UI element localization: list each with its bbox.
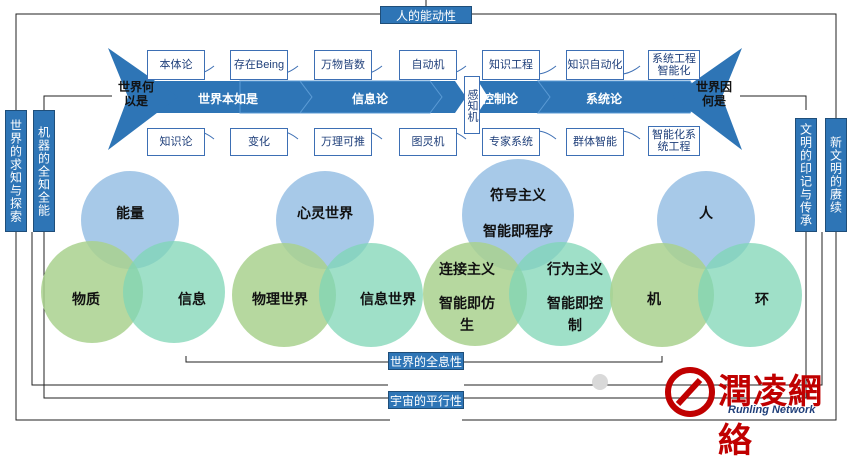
center-box: 感知机	[464, 76, 480, 134]
logo-mark-icon	[592, 367, 715, 417]
connector-right-upper	[740, 95, 807, 110]
venn3-top: 符号主义 智能即程序	[470, 184, 566, 242]
venn-group-2	[232, 171, 423, 347]
connector-holo-left	[185, 356, 390, 363]
connector-left-upper	[43, 95, 112, 110]
top-box-6: 知识自动化	[566, 50, 624, 80]
ribbon-segment-4: 系统论	[586, 92, 623, 106]
diagram-canvas	[15, 0, 837, 421]
ribbon-segment-1: 世界本如是	[198, 92, 259, 106]
venn4-left: 机	[647, 291, 661, 307]
bottom-box-6: 群体智能	[566, 128, 624, 156]
ribbon-arrow	[150, 80, 702, 114]
left-outer-label: 世界的求知与探索	[5, 110, 27, 232]
connector-top-left	[15, 13, 380, 110]
connector-top-right	[472, 13, 837, 125]
venn3-left-line2: 智能即仿生	[439, 295, 495, 333]
top-box-1: 本体论	[147, 50, 205, 80]
bottom-box-3: 万理可推	[314, 128, 372, 156]
connector-right-mid	[464, 232, 823, 386]
venn3-left: 连接主义 智能即仿生	[422, 258, 512, 336]
bottom-box-1: 知识论	[147, 128, 205, 156]
venn4-top: 人	[699, 205, 713, 221]
venn3-right-line2: 智能即控制	[547, 295, 603, 333]
venn3-right-line1: 行为主义	[547, 261, 603, 277]
top-box-7: 系统工程智能化	[648, 50, 700, 80]
connector-inner-right	[462, 232, 807, 399]
bottom-box-5: 专家系统	[482, 128, 540, 156]
top-box-4: 自动机	[399, 50, 457, 80]
venn3-top-line2: 智能即程序	[483, 223, 553, 239]
right-inner-label: 文明的印记与传承	[795, 118, 817, 232]
right-chevron-arrow	[672, 48, 742, 150]
venn-group-3	[423, 159, 613, 346]
venn3-top-line1: 符号主义	[490, 187, 546, 203]
venn3-right: 行为主义 智能即控制	[530, 258, 620, 336]
logo-english-text: Runling Network	[728, 404, 816, 416]
right-arrow-text: 世界因何是	[695, 80, 732, 108]
top-box-3: 万物皆数	[314, 50, 372, 80]
connector-bottom-right	[462, 232, 837, 421]
venn2-right: 信息世界	[360, 291, 416, 307]
connector-bottom-left	[15, 232, 390, 421]
top-box-2: 存在Being	[230, 50, 288, 80]
connector-left-mid	[31, 232, 388, 386]
venn-group-4	[610, 171, 802, 347]
bottom-box-2: 变化	[230, 128, 288, 156]
holographic-label: 世界的全息性	[388, 352, 464, 370]
venn4-right: 环	[755, 291, 769, 307]
venn2-left: 物理世界	[252, 291, 308, 307]
left-chevron-arrow	[108, 48, 178, 150]
venn-group-1	[41, 171, 225, 343]
connector-holo-right	[462, 356, 663, 363]
venn2-top: 心灵世界	[297, 205, 353, 221]
left-arrow-text: 世界何以是	[117, 80, 154, 108]
parallel-label: 宇宙的平行性	[388, 391, 464, 409]
venn3-left-line1: 连接主义	[439, 261, 495, 277]
venn1-right: 信息	[178, 291, 206, 307]
venn1-left: 物质	[72, 291, 100, 307]
top-label: 人的能动性	[380, 6, 472, 24]
bottom-box-4: 图灵机	[399, 128, 457, 156]
top-box-5: 知识工程	[482, 50, 540, 80]
left-inner-label: 机器的全知全能	[33, 110, 55, 232]
bottom-box-7: 智能化系统工程	[648, 126, 700, 156]
ribbon-segment-2: 信息论	[352, 92, 389, 106]
ribbon-segment-3: 控制论	[482, 92, 519, 106]
venn1-top: 能量	[116, 205, 144, 221]
right-outer-label: 新文明的赓续	[825, 118, 847, 232]
